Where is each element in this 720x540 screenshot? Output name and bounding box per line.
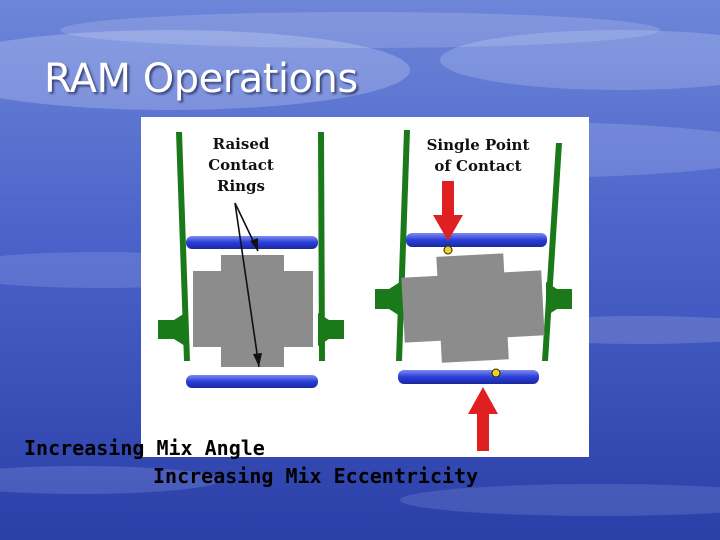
right-specimen — [401, 253, 545, 363]
caption-mix-eccentricity: Increasing Mix Eccentricity — [153, 464, 479, 488]
bottom-contact-point — [491, 368, 501, 378]
right-bracket-left — [375, 282, 400, 316]
top-contact-point — [443, 245, 453, 255]
left-frame-bar-right — [318, 132, 325, 361]
ram-diagram: Raised Contact Rings Single Point of Con… — [158, 130, 572, 451]
right-bottom-ring — [398, 370, 539, 384]
pointer-arrowhead-bottom-ring — [253, 353, 262, 367]
slide-title: RAM Operations — [44, 56, 358, 102]
left-bracket-right — [318, 313, 344, 346]
pointer-arrowhead-top-ring — [250, 238, 258, 251]
ram-operations-figure: Raised Contact Rings Single Point of Con… — [141, 117, 589, 457]
right-top-ring — [406, 233, 547, 247]
label-contact: Contact — [208, 156, 274, 174]
left-panel: Raised Contact Rings — [158, 132, 344, 388]
caption-mix-angle: Increasing Mix Angle — [24, 436, 265, 460]
label-of-contact: of Contact — [434, 157, 521, 175]
right-panel: Single Point of Contact — [375, 130, 572, 451]
left-frame-bar-left — [176, 132, 190, 361]
left-specimen — [193, 255, 313, 367]
label-single-point: Single Point — [427, 136, 530, 154]
right-bracket-right — [546, 282, 572, 316]
label-rings: Rings — [217, 177, 265, 195]
top-force-arrow — [433, 181, 463, 241]
left-bracket-left — [158, 313, 185, 346]
bottom-force-arrow — [468, 387, 498, 451]
left-bottom-ring — [186, 375, 318, 388]
right-frame-bar-right — [542, 143, 562, 361]
label-raised: Raised — [213, 135, 270, 153]
pointer-line-to-bottom-ring — [234, 202, 260, 368]
